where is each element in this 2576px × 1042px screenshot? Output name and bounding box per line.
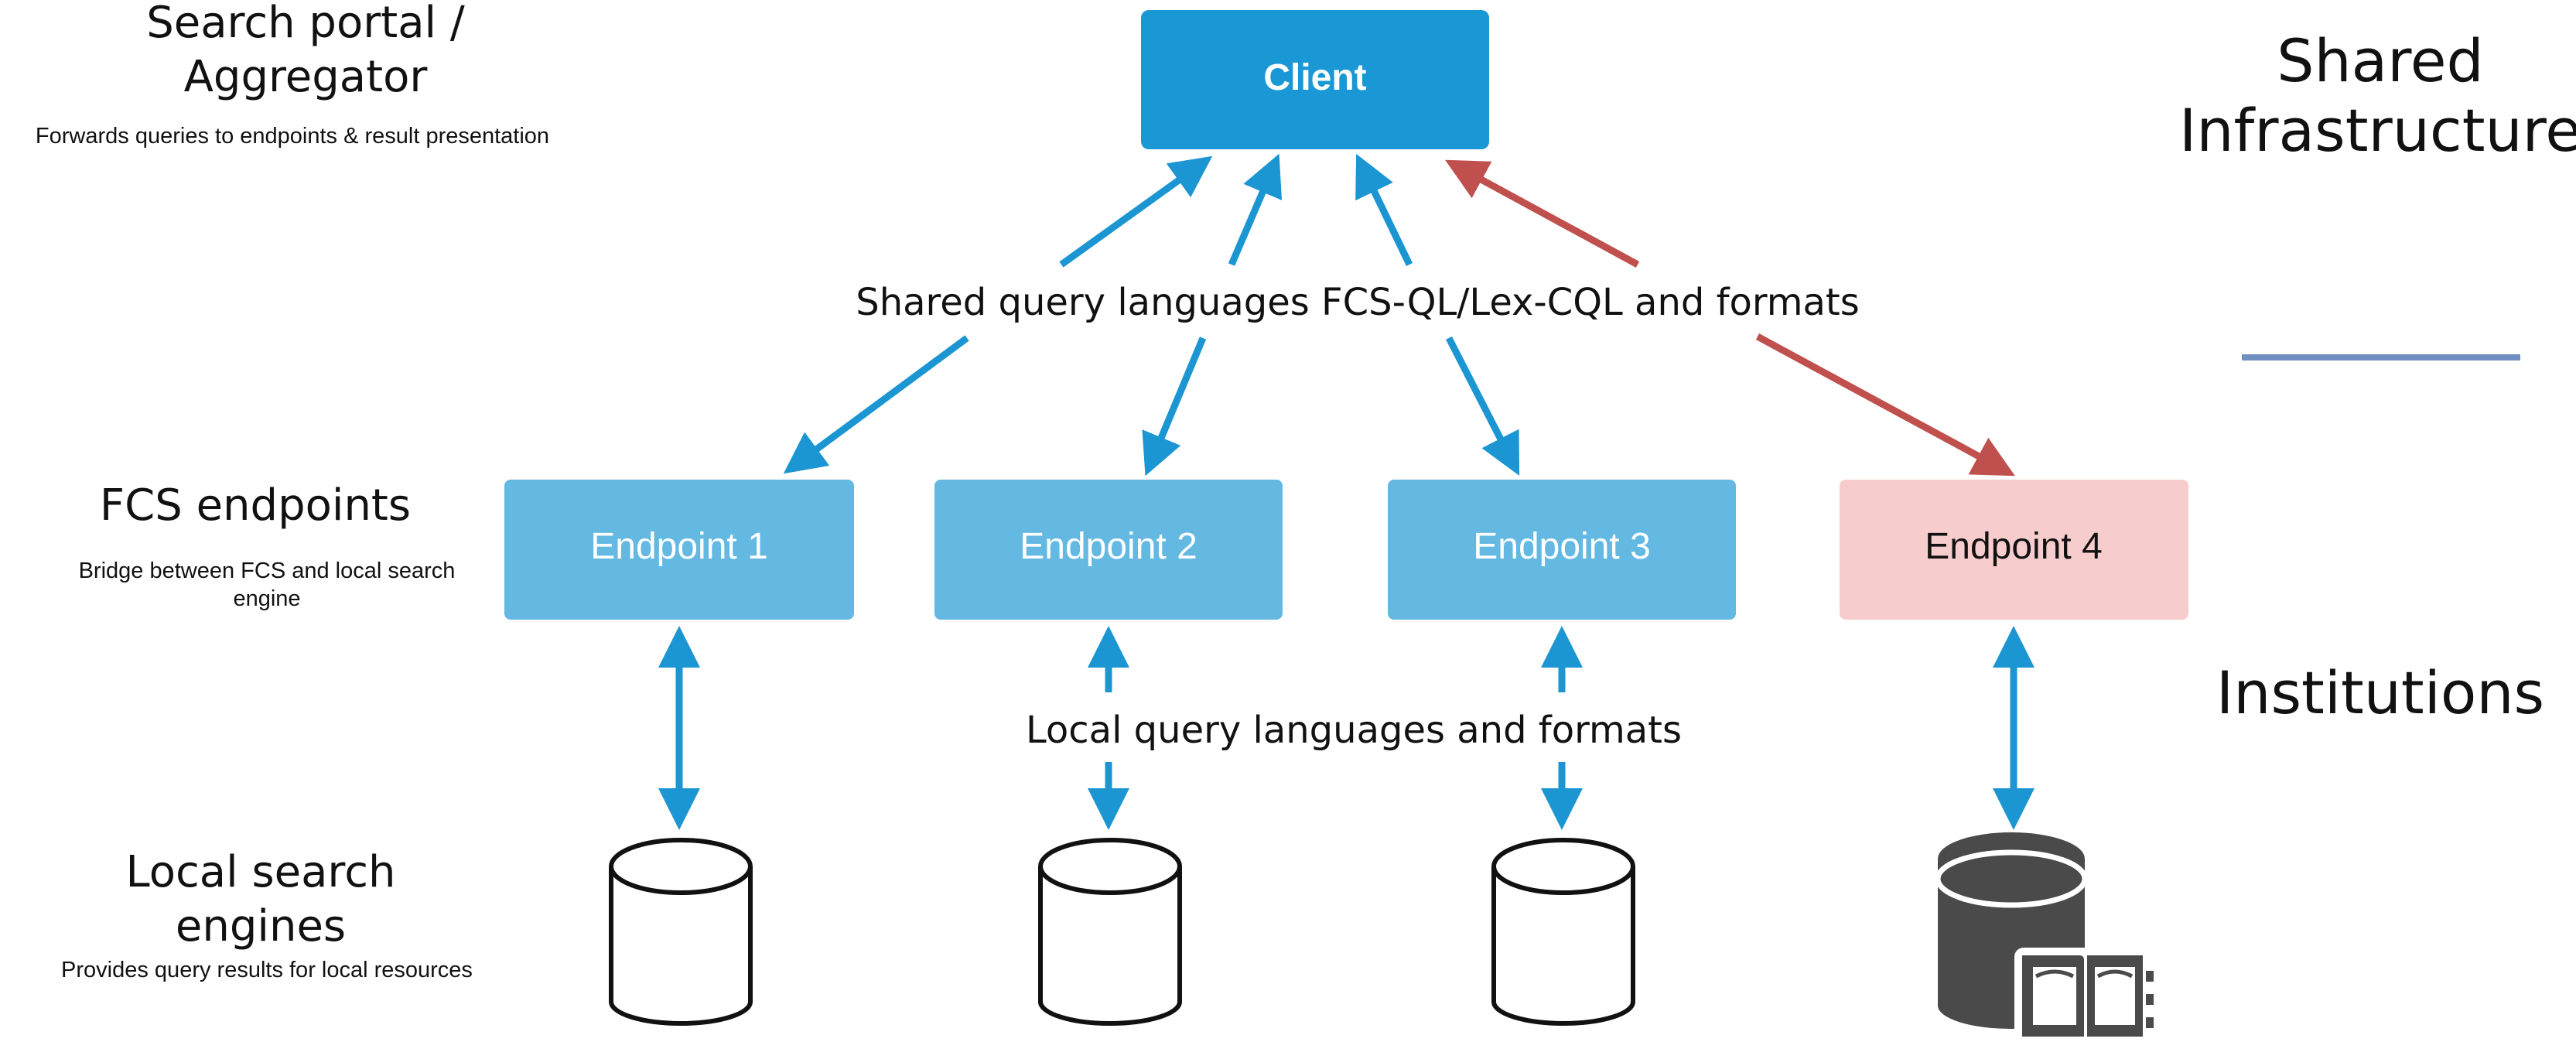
open-book-icon <box>2014 948 2154 1042</box>
fcs-endpoints-description-2: engine <box>233 586 300 611</box>
institutions-label: Institutions <box>2216 658 2544 727</box>
local-engines-title: Local search <box>126 847 396 897</box>
arrow-client-to-endpoint4-up <box>1445 159 1640 268</box>
local-engines-title-2: engines <box>176 901 346 951</box>
arrow-client-to-endpoint3-up <box>1355 153 1413 266</box>
arrow-client-to-endpoint1-up <box>1059 155 1213 268</box>
fcs-endpoints-description: Bridge between FCS and local search <box>79 559 456 583</box>
database-3-icon <box>1491 838 1635 1026</box>
arrow-client-to-endpoint2-up <box>1228 153 1283 266</box>
endpoint-3-label: Endpoint 3 <box>1473 526 1651 567</box>
endpoint-1-node[interactable]: Endpoint 1 <box>504 480 854 620</box>
endpoint-1-label: Endpoint 1 <box>590 526 768 567</box>
search-portal-description: Forwards queries to endpoints & result p… <box>36 124 549 149</box>
shared-arrows <box>783 153 2015 477</box>
client-label: Client <box>1263 57 1366 98</box>
shared-infrastructure-label-2: Infrastructure <box>2179 96 2576 165</box>
arrow-client-to-endpoint1-down <box>783 335 969 474</box>
search-portal-title: Search portal / <box>146 0 465 48</box>
local-query-languages-label: Local query languages and formats <box>1026 709 1682 752</box>
endpoint-2-node[interactable]: Endpoint 2 <box>934 480 1283 620</box>
arrow-client-to-endpoint3-down <box>1445 336 1520 477</box>
endpoint-4-node[interactable]: Endpoint 4 <box>1840 480 2188 620</box>
endpoint-4-label: Endpoint 4 <box>1925 526 2103 567</box>
endpoint-3-node[interactable]: Endpoint 3 <box>1388 480 1736 620</box>
local-arrows <box>658 626 2034 830</box>
database-2-icon <box>1038 838 1182 1026</box>
database-1-icon <box>609 838 753 1026</box>
arrow-client-to-endpoint4-down <box>1755 333 2015 477</box>
arrow-client-to-endpoint2-down <box>1142 337 1207 477</box>
client-node[interactable]: Client <box>1141 10 1489 149</box>
endpoint-2-label: Endpoint 2 <box>1020 526 1197 567</box>
shared-query-languages-label: Shared query languages FCS-QL/Lex-CQL an… <box>856 281 1860 324</box>
search-portal-title-2: Aggregator <box>184 52 429 102</box>
fcs-endpoints-title: FCS endpoints <box>100 480 411 531</box>
shared-infrastructure-label: Shared <box>2277 26 2484 95</box>
local-engines-description: Provides query results for local resourc… <box>61 958 473 982</box>
